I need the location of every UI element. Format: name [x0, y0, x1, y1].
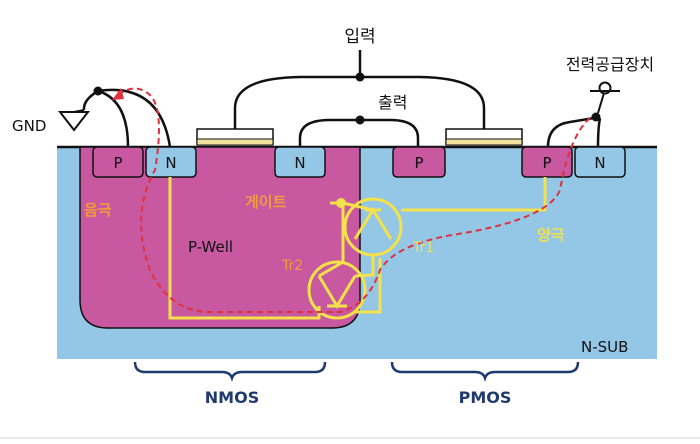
- latchup-current-path: [117, 87, 591, 313]
- pmos-gate-oxide: [445, 138, 523, 146]
- output-label: 출력: [378, 93, 407, 112]
- pmos-label: PMOS: [459, 388, 512, 407]
- pmos-left-p-label: P: [414, 154, 423, 172]
- input-label: 입력: [344, 27, 375, 47]
- tr1-label: Tr1: [412, 240, 434, 256]
- gate-label: 게이트: [245, 193, 287, 211]
- gnd-label: GND: [12, 117, 46, 135]
- power-supply-terminal-icon: [590, 81, 620, 114]
- tr2-label: Tr2: [281, 258, 303, 274]
- nmos-brace: [133, 361, 327, 382]
- current-arrow-icon: [112, 88, 124, 100]
- nmos-gate-oxide: [196, 138, 274, 146]
- gnd-wiring: [82, 88, 172, 148]
- output-node: [355, 115, 365, 125]
- nmos-right-n-label: N: [294, 154, 305, 172]
- power-node: [591, 112, 601, 122]
- gate-node: [336, 198, 346, 208]
- pmos-right-p-label: P: [542, 154, 551, 172]
- power-wiring: [546, 116, 602, 148]
- ground-symbol-icon: [57, 111, 91, 132]
- cathode-label: 음극: [84, 201, 112, 219]
- gnd-lead: [73, 109, 85, 113]
- nmos-left-p-label: P: [113, 154, 122, 172]
- pmos-brace: [390, 361, 580, 382]
- nmos-left-n-label: N: [165, 154, 176, 172]
- tr2-transistor-icon: [307, 260, 367, 320]
- p-well-label: P-Well: [188, 238, 233, 256]
- n-sub-label: N-SUB: [581, 338, 628, 356]
- gnd-node: [93, 86, 103, 96]
- input-node: [355, 72, 365, 82]
- pmos-right-n-label: N: [594, 154, 605, 172]
- pmos-right-n-region: [574, 146, 626, 178]
- nmos-label: NMOS: [205, 388, 259, 407]
- nmos-left-p-region: [92, 146, 144, 178]
- anode-label: 양극: [537, 226, 565, 244]
- power-supply-label: 전력공급장치: [566, 55, 654, 74]
